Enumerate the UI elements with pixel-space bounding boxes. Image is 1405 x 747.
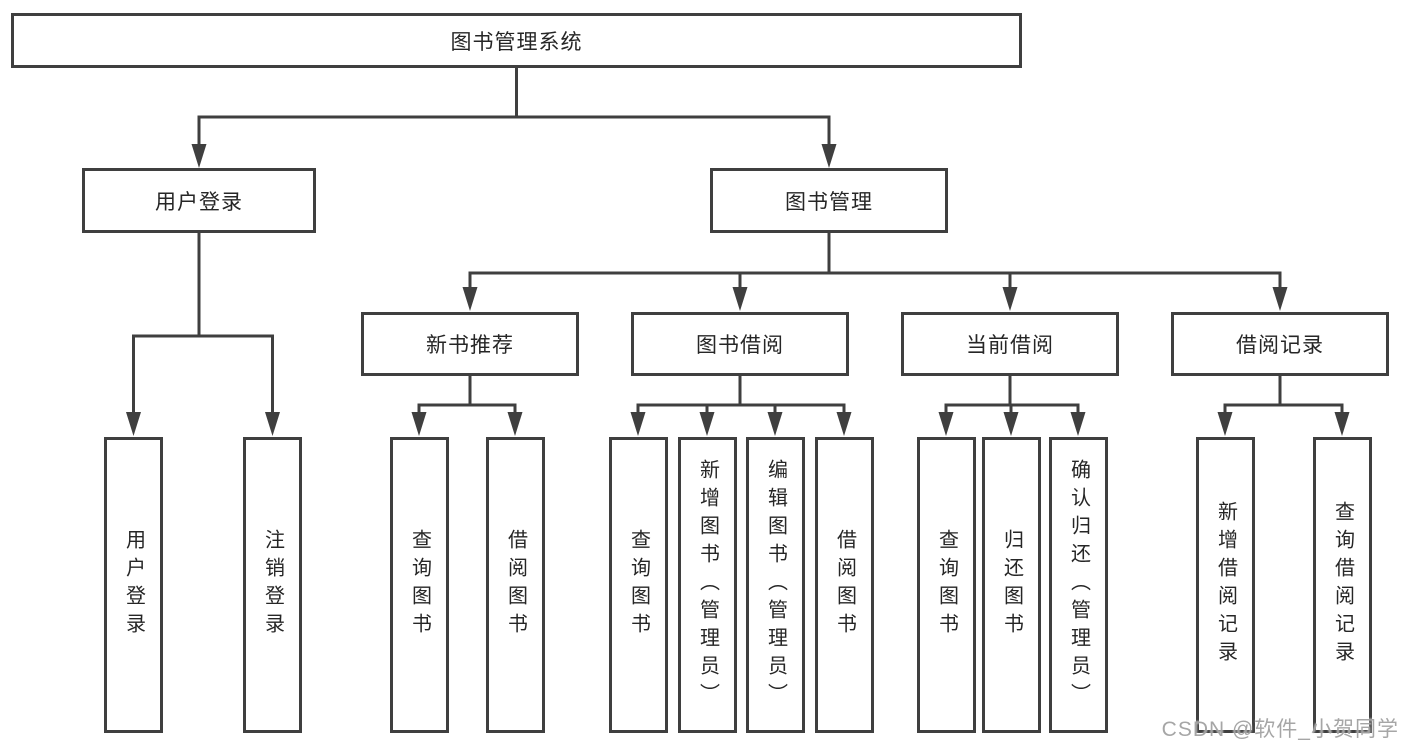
arrowhead bbox=[1272, 287, 1288, 311]
node-current-borrowing: 当前借阅 bbox=[901, 312, 1119, 376]
leaf-rec-borrow-books-label: 借阅图书 bbox=[504, 529, 527, 641]
edge-user-login bbox=[132, 233, 274, 420]
node-new-book-recommend-label: 新书推荐 bbox=[426, 334, 514, 357]
node-new-book-recommend: 新书推荐 bbox=[361, 312, 579, 376]
node-book-management-label: 图书管理 bbox=[785, 190, 873, 214]
leaf-br-query-record: 查询借阅记录 bbox=[1313, 437, 1372, 733]
arrowhead bbox=[1070, 412, 1086, 436]
leaf-bb-borrow-books-label: 借阅图书 bbox=[833, 529, 856, 641]
arrowhead bbox=[938, 412, 954, 436]
edge-root bbox=[197, 68, 831, 152]
leaf-rec-borrow-books: 借阅图书 bbox=[486, 437, 545, 733]
leaf-cb-confirm-return-admin-label: 确认归还（管理员） bbox=[1067, 459, 1090, 711]
leaf-bb-query-books-label: 查询图书 bbox=[627, 529, 650, 641]
node-borrowing-records: 借阅记录 bbox=[1171, 312, 1389, 376]
node-current-borrowing-label: 当前借阅 bbox=[966, 334, 1054, 357]
arrowhead bbox=[732, 287, 748, 311]
leaf-rec-query-books: 查询图书 bbox=[390, 437, 449, 733]
node-root: 图书管理系统 bbox=[11, 13, 1022, 68]
leaf-cb-query-books-label: 查询图书 bbox=[935, 529, 958, 641]
node-user-login: 用户登录 bbox=[82, 168, 316, 233]
arrowhead bbox=[126, 412, 141, 436]
arrowhead bbox=[1334, 412, 1350, 436]
leaf-br-add-record: 新增借阅记录 bbox=[1196, 437, 1255, 733]
arrowhead bbox=[767, 412, 783, 436]
leaf-cb-query-books: 查询图书 bbox=[917, 437, 976, 733]
arrowhead bbox=[630, 412, 646, 436]
arrowhead bbox=[821, 144, 837, 168]
arrowhead bbox=[836, 412, 852, 436]
node-root-label: 图书管理系统 bbox=[450, 30, 583, 54]
leaf-bb-edit-books-admin: 编辑图书（管理员） bbox=[746, 437, 805, 733]
leaf-cb-confirm-return-admin: 确认归还（管理员） bbox=[1049, 437, 1108, 733]
leaf-cb-return-books-label: 归还图书 bbox=[1000, 529, 1023, 641]
leaf-bb-add-books-admin: 新增图书（管理员） bbox=[678, 437, 737, 733]
leaf-logout: 注销登录 bbox=[243, 437, 302, 733]
leaf-bb-query-books: 查询图书 bbox=[609, 437, 668, 733]
node-book-borrowing: 图书借阅 bbox=[631, 312, 849, 376]
node-borrowing-records-label: 借阅记录 bbox=[1236, 334, 1324, 357]
arrowhead bbox=[1002, 287, 1018, 311]
node-book-borrowing-label: 图书借阅 bbox=[696, 334, 784, 357]
arrowhead bbox=[191, 144, 207, 168]
leaf-br-query-record-label: 查询借阅记录 bbox=[1331, 501, 1354, 669]
node-book-management: 图书管理 bbox=[710, 168, 948, 233]
arrowhead bbox=[1003, 412, 1019, 436]
node-user-login-label: 用户登录 bbox=[155, 190, 243, 214]
arrowhead bbox=[507, 412, 523, 436]
arrowhead bbox=[1217, 412, 1233, 436]
leaf-bb-edit-books-admin-label: 编辑图书（管理员） bbox=[764, 459, 787, 711]
leaf-br-add-record-label: 新增借阅记录 bbox=[1214, 501, 1237, 669]
leaf-cb-return-books: 归还图书 bbox=[982, 437, 1041, 733]
leaf-logout-label: 注销登录 bbox=[261, 529, 284, 641]
watermark: CSDN @软件_小贺同学 bbox=[1161, 718, 1399, 741]
leaf-bb-borrow-books: 借阅图书 bbox=[815, 437, 874, 733]
arrowhead bbox=[411, 412, 427, 436]
leaf-user-login-label: 用户登录 bbox=[122, 529, 145, 641]
edge-book-borrowing bbox=[636, 376, 846, 420]
arrowhead bbox=[462, 287, 478, 311]
edge-new-book-recommend bbox=[417, 376, 517, 420]
leaf-user-login: 用户登录 bbox=[104, 437, 163, 733]
arrowhead bbox=[699, 412, 715, 436]
edge-book-management bbox=[468, 233, 1282, 295]
leaf-rec-query-books-label: 查询图书 bbox=[408, 529, 431, 641]
edge-borrowing-records bbox=[1223, 376, 1344, 420]
leaf-bb-add-books-admin-label: 新增图书（管理员） bbox=[696, 459, 719, 711]
arrowhead bbox=[265, 412, 280, 436]
